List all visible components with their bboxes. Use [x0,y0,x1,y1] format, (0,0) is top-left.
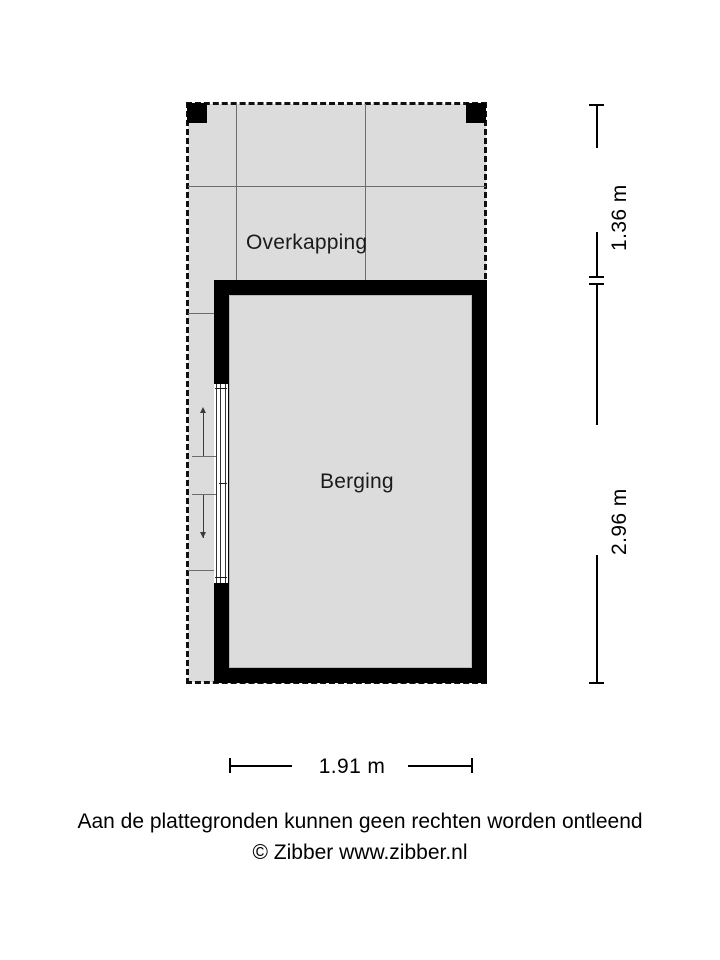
floor-plan-drawing: Overkapping Berging [186,102,489,686]
canopy-grid-line-vertical-2 [365,104,366,282]
arrow-down-icon [200,532,206,538]
footer-copyright: © Zibber www.zibber.nl [252,841,468,864]
berging-room-fill [229,295,472,668]
arrow-up-icon [200,407,206,413]
room-label-overkapping: Overkapping [246,231,368,254]
dim-tick-berging-top [589,283,604,285]
left-strip-fill [188,282,218,682]
dim-line-overkapping-upper [596,106,598,148]
arrow-up-shaft [203,412,204,456]
overkapping-area-fill [188,104,486,282]
canopy-grid-line-horizontal [188,186,486,187]
dim-line-overkapping-lower [596,232,598,277]
door-leaf-line-1 [216,384,217,583]
canopy-grid-line-vertical-1 [236,104,237,282]
dim-line-berging-upper [596,285,598,425]
dimension-label-width: 1.91 m [318,755,386,778]
room-label-berging: Berging [320,470,394,493]
door-direction-arrows [192,402,216,562]
berging-room [214,280,487,683]
door-cap-top [215,388,227,389]
post-top-left-icon [187,103,207,123]
arrow-down-shaft [203,494,204,538]
footer-disclaimer: Aan de plattegronden kunnen geen rechten… [77,810,643,833]
dimension-label-berging-depth: 2.96 m [608,488,631,555]
sliding-door-icon [214,384,228,583]
door-center-mark [219,483,227,484]
arrow-tick-lower [192,494,216,495]
dim-line-berging-lower [596,555,598,683]
dim-tick-overkapping-top [589,104,604,106]
dimension-label-overkapping-depth: 1.36 m [608,184,631,251]
dim-tick-width-left [229,758,231,773]
wall-stub-line-upper [188,313,214,314]
post-top-right-icon [466,103,486,123]
dim-line-width-right [408,765,472,767]
door-cap-bottom [215,577,227,578]
dim-tick-width-right [471,758,473,773]
arrow-tick-upper [192,456,216,457]
dim-tick-berging-bottom [589,682,604,684]
footer: Aan de plattegronden kunnen geen rechten… [0,806,720,868]
wall-stub-line-lower [188,570,214,571]
vertical-dimension-column: 1.36 m 2.96 m [588,100,631,690]
dim-line-width-left [230,765,292,767]
horizontal-dimension-row: 1.91 m [228,755,474,778]
dim-tick-overkapping-bottom [589,276,604,278]
